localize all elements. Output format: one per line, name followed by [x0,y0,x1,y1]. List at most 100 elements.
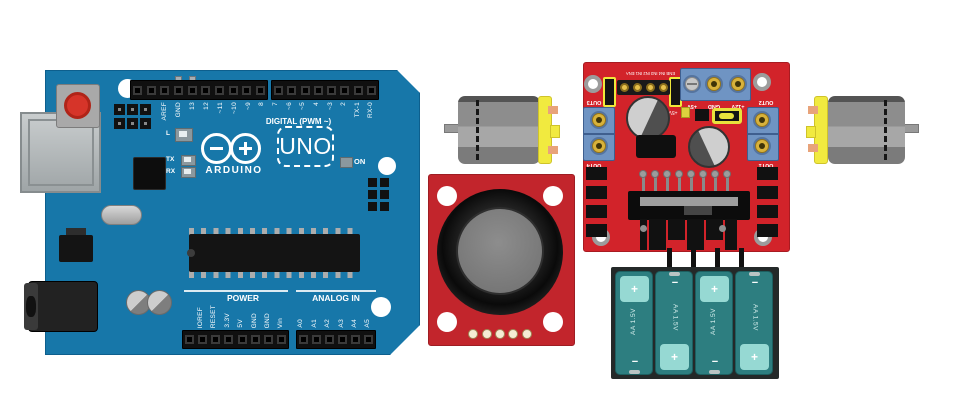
pin-hole[interactable] [173,85,183,95]
battery-minus-sign: − [671,277,679,289]
pin-hole[interactable] [340,85,350,95]
led-rx-label: RX [166,168,176,175]
in2-pin[interactable] [645,83,655,92]
motor-left-tab [550,125,560,138]
chip-pin [713,177,717,194]
pin-hole[interactable] [263,335,273,344]
pin-hole[interactable] [146,85,156,95]
pin-hole[interactable] [276,335,286,344]
motor-left-terminal[interactable] [548,106,558,114]
pin-hole[interactable] [366,85,376,95]
battery-cell: + AA 1.5V − [695,271,733,375]
battery-label: AA 1.5V [671,304,679,331]
pin-hole[interactable] [187,85,197,95]
chip-pin [665,177,669,194]
power-header[interactable] [182,330,289,349]
analog-header[interactable] [296,330,376,349]
pin-hole[interactable] [351,335,360,344]
motor-left-terminal[interactable] [548,146,558,154]
terminal-divider [747,133,779,135]
power-jack [28,281,98,332]
digital-header-a[interactable] [130,80,268,100]
pin-hole[interactable] [364,335,373,344]
icsp-header-main [368,178,390,211]
joystick-pin[interactable] [508,329,518,339]
in1-pin[interactable] [658,83,668,92]
analog-caption: ANALOG IN [312,293,360,303]
pin-hole[interactable] [224,335,234,344]
pin-hole[interactable] [338,335,347,344]
pin-hole[interactable] [228,85,238,95]
l298-leg [667,248,672,270]
digital-header-b[interactable] [271,80,379,100]
pin-hole[interactable] [287,85,297,95]
battery-plus-cap: + [660,344,689,370]
pin-hole[interactable] [198,335,208,344]
pin-hole[interactable] [237,335,247,344]
l298-leg [715,248,720,270]
in4-pin[interactable] [619,83,629,92]
in3-pin[interactable] [632,83,642,92]
regulator-tab [66,228,86,235]
arduino-brand: ARDUINO [205,165,263,176]
pin-hole[interactable] [185,335,194,344]
pin-hole[interactable] [242,85,252,95]
motor-right-terminal[interactable] [808,144,818,152]
smd-block [757,224,778,237]
motor-right-terminal[interactable] [808,106,818,114]
pin-hole[interactable] [160,85,170,95]
on-led [340,157,353,168]
smd-block [586,167,607,180]
pin-hole[interactable] [201,85,211,95]
pin-hole[interactable] [327,85,337,95]
enb-jumper[interactable] [603,77,616,107]
atmega-legs-bottom [189,271,360,278]
voltage-regulator [59,235,93,262]
smd-block [757,167,778,180]
chip-pin-head [675,170,683,178]
atmega-notch [187,249,195,257]
battery-nub [629,370,640,374]
chip-pin [641,177,645,194]
crystal-oscillator [101,205,142,225]
icsp-pin [114,104,125,115]
battery-nub [709,370,720,374]
motor-left-body [458,96,540,164]
smd-block [757,205,778,218]
joystick-pin[interactable] [522,329,532,339]
transistor [636,135,676,158]
pin-hole[interactable] [312,335,321,344]
chip-pin [701,177,705,194]
joystick-pin[interactable] [495,329,505,339]
atmega-chip [189,234,360,272]
pin-hole[interactable] [214,85,224,95]
reset-button[interactable] [64,92,91,119]
led-tx-label: TX [166,156,175,163]
joystick-pin[interactable] [468,329,478,339]
pin-hole[interactable] [353,85,363,95]
pin-hole[interactable] [211,335,221,344]
pin-hole[interactable] [299,335,308,344]
pin-hole[interactable] [255,85,265,95]
control-header[interactable] [617,80,670,95]
l298n-hole [753,73,771,91]
l298-heatsink-bar [640,197,738,206]
joystick-pin[interactable] [482,329,492,339]
pin-hole[interactable] [133,85,142,95]
battery-plus-cap: + [620,276,649,302]
motor-right-seam [884,100,887,160]
joystick-knob-top[interactable] [456,207,544,295]
pin-hole[interactable] [250,335,260,344]
pin-hole[interactable] [325,335,334,344]
pin-hole[interactable] [300,85,310,95]
rivet [719,225,726,232]
battery-label: AA 1.5V [630,308,637,335]
pin-hole[interactable] [274,85,283,95]
icsp-pin [114,118,125,129]
joystick-hole [437,186,457,206]
chip-pin-head [663,170,671,178]
pin-hole[interactable] [313,85,323,95]
